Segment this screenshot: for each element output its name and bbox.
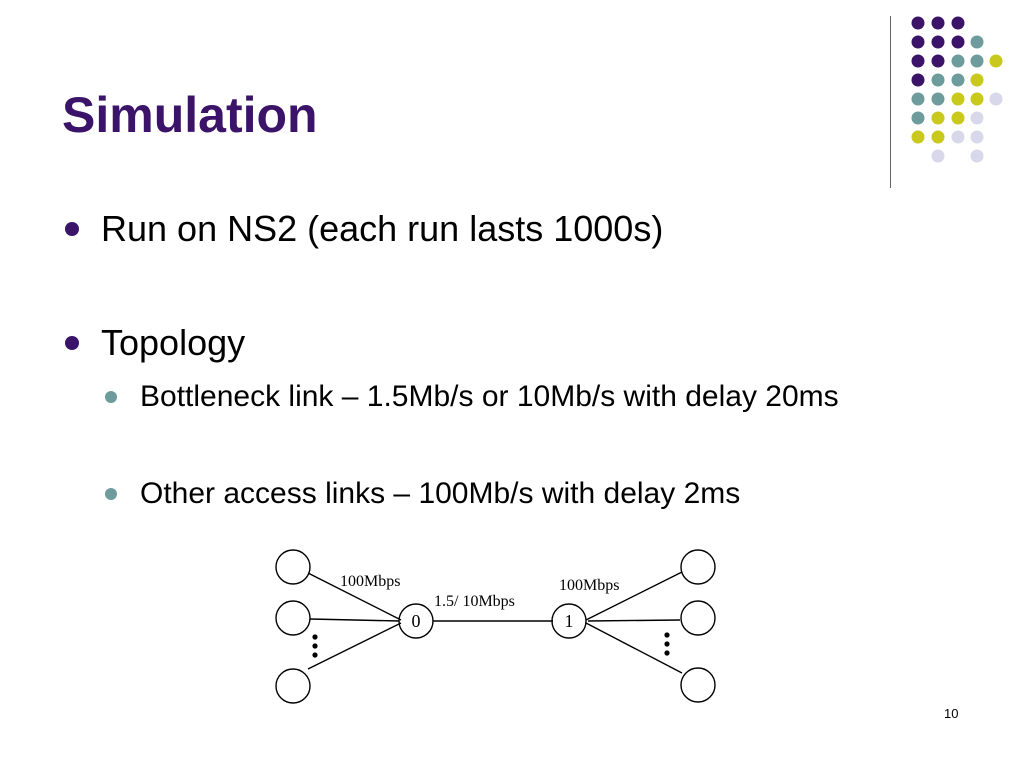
sub-bullet-text: Other access links – 100Mb/s with delay …: [140, 477, 741, 510]
slide-title: Simulation: [62, 87, 318, 143]
page-number: 10: [944, 706, 959, 721]
host-node: [275, 668, 311, 704]
host-node: [680, 667, 716, 703]
divider-line: [890, 16, 891, 188]
host-node: [680, 549, 716, 585]
router-node: [398, 603, 434, 639]
left-access-link: [307, 622, 402, 670]
decorative-dot-grid: [911, 16, 1003, 163]
right-access-link: [585, 571, 683, 621]
left-access-link: [307, 572, 402, 621]
right-access-link: [587, 619, 681, 622]
bullet-dot: [65, 222, 79, 236]
host-node: [275, 549, 311, 585]
left-link-label: 100Mbps: [340, 573, 400, 590]
right-link-label: 100Mbps: [559, 577, 619, 594]
sub-bullet-dot: [105, 488, 117, 500]
left-access-link: [309, 618, 400, 622]
bullet-dot: [65, 336, 79, 350]
router-left-label: 0: [412, 611, 421, 631]
sub-bullet-text: Bottleneck link – 1.5Mb/s or 10Mb/s with…: [140, 380, 839, 413]
bullet-text: Run on NS2 (each run lasts 1000s): [101, 208, 664, 249]
right-access-link: [585, 622, 683, 674]
sub-bullet-dot: [105, 391, 117, 403]
topology-diagram: 100Mbps 1.5/ 10Mbps 100Mbps 0 1: [275, 549, 716, 704]
bottleneck-label: 1.5/ 10Mbps: [434, 593, 515, 610]
bullet-text: Topology: [101, 322, 246, 363]
router-right-label: 1: [565, 611, 574, 631]
ellipsis-dots: [312, 632, 670, 658]
host-node: [275, 600, 311, 636]
host-node: [680, 600, 716, 636]
router-node: [551, 603, 587, 639]
